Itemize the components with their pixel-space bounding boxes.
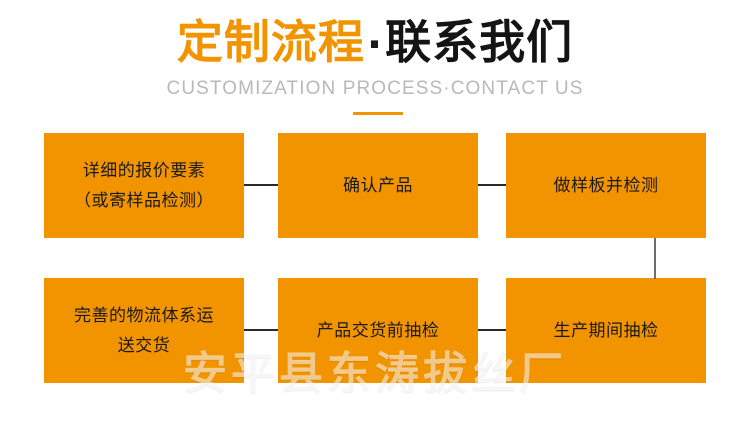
page-title-separator: · [366,22,384,68]
flow-step-confirm-product[interactable]: 确认产品 [278,133,478,238]
connector-step5-step6 [244,329,278,331]
flow-step-label: 产品交货前抽检 [316,320,440,341]
connector-step2-step3 [478,184,506,186]
title-divider-rule [353,112,403,115]
page-header: 定制流程·联系我们 CUSTOMIZATION PROCESS·CONTACT … [0,0,750,101]
flow-step-pre-delivery-inspection[interactable]: 产品交货前抽检 [278,278,478,383]
flow-step-label: 生产期间抽检 [553,320,659,341]
flow-step-label: 详细的报价要素 （或寄样品检测） [74,160,214,211]
page-subtitle: CUSTOMIZATION PROCESS·CONTACT US [166,78,584,99]
flow-step-label: 确认产品 [343,175,413,196]
page-title-primary: 定制流程 [176,15,365,69]
connector-step3-step4 [654,238,656,279]
flow-step-make-sample-and-test[interactable]: 做样板并检测 [506,133,706,238]
flow-step-in-production-inspection[interactable]: 生产期间抽检 [506,278,706,383]
flow-step-quote-elements[interactable]: 详细的报价要素 （或寄样品检测） [44,133,244,238]
page-title-secondary: 联系我们 [385,15,574,69]
connector-step4-step5 [478,329,506,331]
flow-step-label: 完善的物流体系运 送交货 [74,305,214,356]
flow-step-logistics-delivery[interactable]: 完善的物流体系运 送交货 [44,278,244,383]
connector-step1-step2 [244,184,278,186]
page-title: 定制流程·联系我们 [0,0,750,73]
flow-step-label: 做样板并检测 [553,175,659,196]
